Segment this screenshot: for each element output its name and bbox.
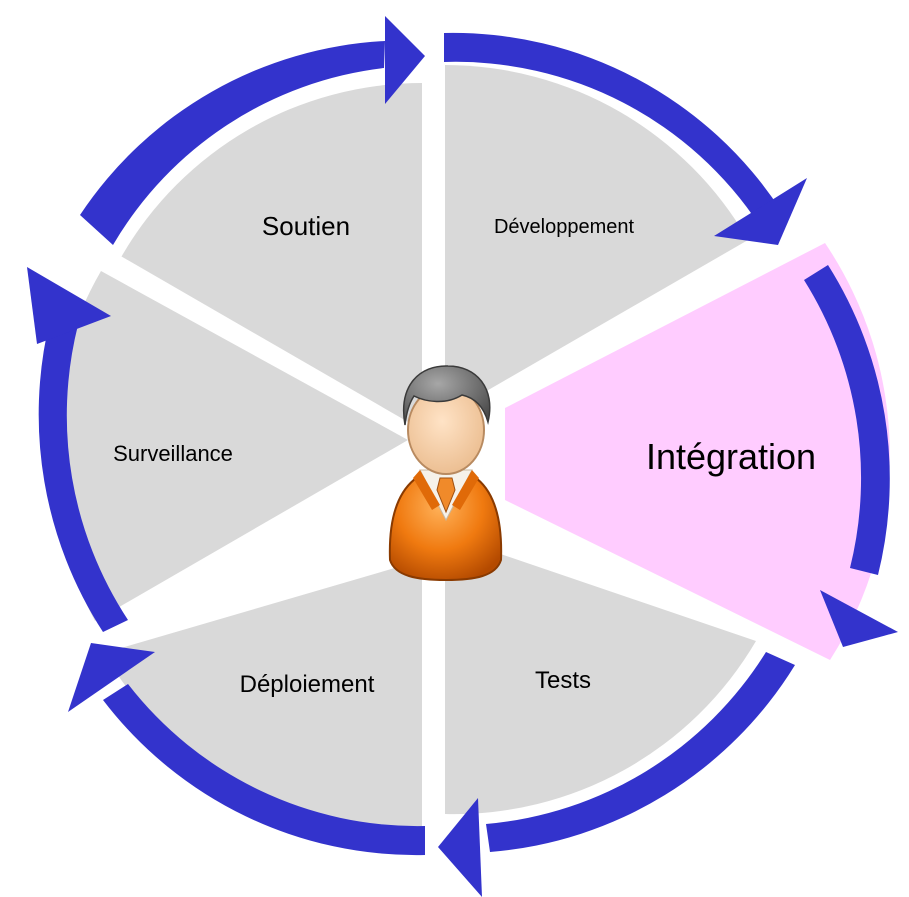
arrow-developpement-to-integration — [444, 32, 807, 245]
label-soutien: Soutien — [262, 211, 350, 241]
segment-soutien — [121, 83, 422, 430]
segment-deploiement — [104, 560, 422, 829]
segment-surveillance — [52, 271, 408, 621]
label-deploiement: Déploiement — [240, 671, 375, 698]
label-tests: Tests — [535, 667, 591, 694]
label-developpement: Développement — [494, 216, 635, 238]
person-icon — [388, 365, 503, 582]
arrow-integration-to-tests — [804, 265, 898, 647]
label-integration: Intégration — [646, 436, 816, 477]
arrow-tests-to-deploiement — [438, 652, 795, 897]
arrow-deploiement-to-surveillance — [68, 643, 425, 856]
segment-developpement — [445, 65, 748, 415]
arrow-soutien-to-developpement — [80, 16, 425, 245]
arrow-surveillance-to-soutien — [27, 267, 128, 632]
segment-tests — [445, 535, 756, 815]
label-surveillance: Surveillance — [113, 441, 233, 466]
segment-integration — [505, 243, 890, 660]
